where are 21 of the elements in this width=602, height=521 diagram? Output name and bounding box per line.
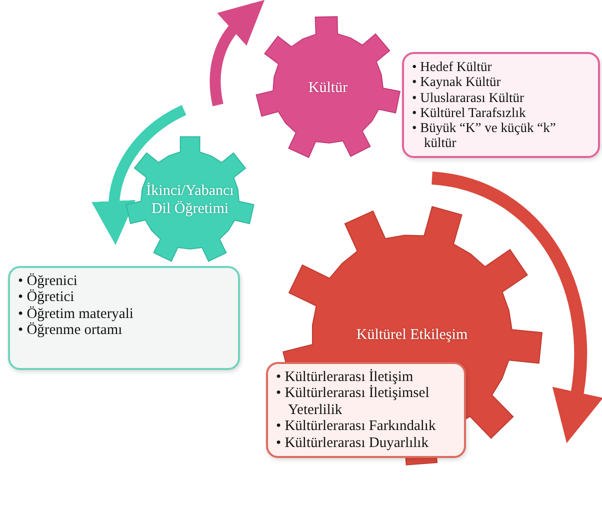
list-item: • Kültürlerarası Duyarlılık (276, 434, 430, 451)
list-item: • Kaynak Kültür (412, 74, 502, 90)
gear-label: İkinci/Yabancı Dil Öğretimi (145, 182, 235, 218)
list-item: • Kültürlerarası İletişim (276, 369, 414, 386)
list-item: • Büyük “K” ve küçük “k” kültür (412, 120, 557, 150)
gear-label: Kültür (308, 79, 348, 97)
list-item: • Öğrenici (18, 273, 78, 290)
gear-label: Kültürel Etkileşim (356, 326, 468, 344)
gear (256, 16, 400, 160)
list-item: • Hedef Kültür (412, 59, 493, 74)
list-box (266, 362, 466, 458)
list-item: • Kültürel Tarafsızlık (412, 104, 527, 120)
list-box (8, 266, 240, 370)
list-item: • Öğretici (18, 289, 74, 306)
list-item: • Öğrenme ortamı (18, 322, 122, 338)
list-box (402, 52, 600, 158)
gear (126, 136, 254, 264)
list-item: • Kültürlerarası Farkındalık (276, 418, 437, 434)
list-item: • Kültürlerarası İletişimsel Yeterlilik (276, 385, 430, 418)
list-item: • Öğretim materyali (18, 306, 134, 322)
list-item: • Uluslararası Kültür (412, 90, 525, 105)
